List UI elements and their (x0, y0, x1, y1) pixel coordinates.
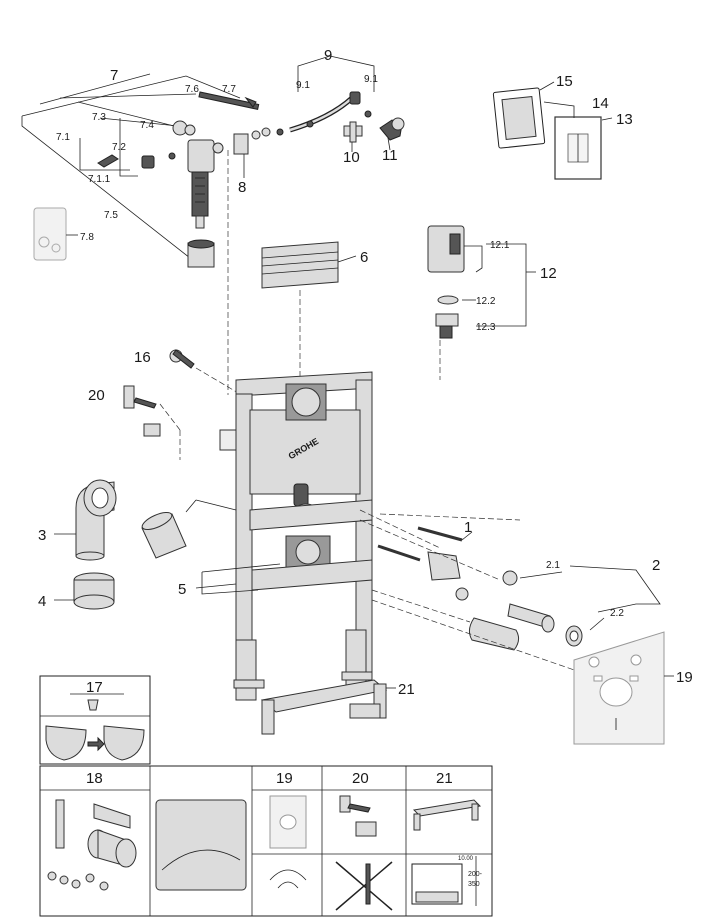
label-7: 7 (110, 67, 118, 84)
label-7-5: 7.5 (104, 210, 118, 221)
wall-anchor-16 (169, 349, 241, 395)
panel-21-contents (411, 799, 482, 906)
label-7-1: 7.1 (56, 132, 70, 143)
label-2-2: 2.2 (610, 608, 624, 619)
sound-insulation-19 (573, 631, 674, 745)
cistern-insulation-6 (261, 241, 357, 380)
label-9-1-right: 9.1 (364, 74, 378, 85)
part-5-lines (195, 563, 281, 595)
label-14: 14 (592, 95, 609, 112)
connector-sleeve (141, 499, 237, 559)
panel-20-title: 20 (352, 770, 369, 787)
panel-21-dimensions: 10.00 200- 350 (458, 856, 483, 888)
panel-21-title: 21 (436, 770, 453, 787)
panel-19-title: 19 (276, 770, 293, 787)
panel-17-title: 17 (86, 679, 103, 696)
label-7-8: 7.8 (80, 232, 94, 243)
label-19: 19 (676, 669, 693, 686)
label-10: 10 (343, 149, 360, 166)
label-9: 9 (324, 47, 332, 64)
part-labels: 7 7.6 7.7 7.3 7.4 7.1 7.2 7.1.1 7.5 7.8 … (38, 47, 693, 698)
seal-bag-7-8 (33, 207, 78, 261)
label-7-2: 7.2 (112, 142, 126, 153)
hose-9 (276, 55, 375, 136)
label-3: 3 (38, 527, 46, 544)
dim-350: 350 (468, 881, 480, 888)
label-7-6: 7.6 (185, 84, 199, 95)
group-7-bracket-lines (21, 73, 241, 395)
label-1: 1 (464, 519, 472, 536)
flush-valve-12 (427, 225, 536, 380)
dim-200: 200- (468, 871, 483, 878)
label-12-2: 12.2 (476, 296, 496, 307)
label-7-1-1: 7.1.1 (88, 174, 111, 185)
label-12: 12 (540, 265, 557, 282)
mounting-frame: GROHE (219, 371, 373, 701)
bolts-1 (377, 526, 518, 601)
label-20: 20 (88, 387, 105, 404)
label-7-3: 7.3 (92, 112, 106, 123)
label-5: 5 (178, 581, 186, 598)
panel-18-title: 18 (86, 770, 103, 787)
valve-assembly-7 (97, 91, 271, 268)
label-12-3: 12.3 (476, 322, 496, 333)
label-2-1: 2.1 (546, 560, 560, 571)
bracket-8 (233, 133, 249, 178)
plate-13-14-15 (492, 81, 613, 180)
fixing-set-20 (123, 385, 181, 460)
parts-10-11 (343, 117, 405, 152)
label-12-1: 12.1 (490, 240, 510, 251)
dim-10: 10.00 (458, 856, 474, 862)
panel-grid (39, 765, 493, 917)
label-7-4: 7.4 (140, 120, 154, 131)
pipes-2 (468, 565, 661, 651)
label-6: 6 (360, 249, 368, 266)
label-2: 2 (652, 557, 660, 574)
label-16: 16 (134, 349, 151, 366)
stand-21 (260, 679, 396, 735)
panel-17 (39, 675, 151, 765)
label-8: 8 (238, 179, 246, 196)
label-21: 21 (398, 681, 415, 698)
label-4: 4 (38, 593, 46, 610)
label-7-7: 7.7 (222, 84, 236, 95)
panel-19-contents (269, 795, 307, 889)
label-11: 11 (382, 147, 398, 164)
drain-bend-3 (54, 479, 117, 561)
label-13: 13 (616, 111, 633, 128)
dashed-guides (359, 509, 581, 673)
label-9-1-left: 9.1 (296, 80, 310, 91)
panel-headings: 17 18 19 20 21 (86, 679, 453, 787)
panel-18-contents (47, 799, 247, 891)
ring-4 (54, 572, 115, 610)
panel-20-contents (335, 795, 393, 911)
label-15: 15 (556, 73, 573, 90)
